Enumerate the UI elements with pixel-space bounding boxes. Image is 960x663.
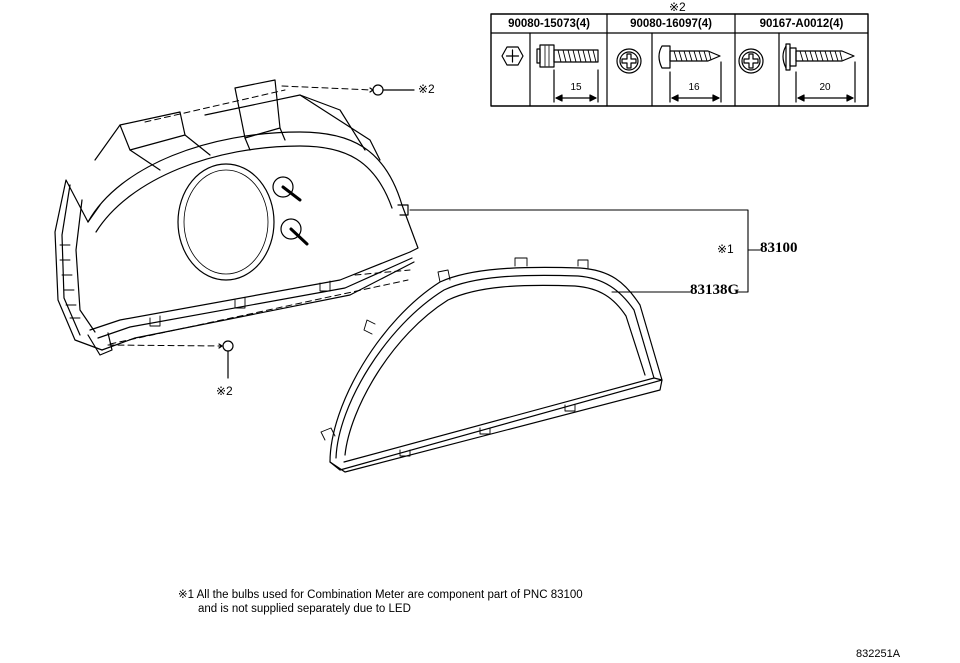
footnote-line-1: ※1 All the bulbs used for Combination Me… xyxy=(178,589,583,601)
tapping-screw-side-icon xyxy=(658,45,722,103)
part-number-col-1: 90080-15073(4) xyxy=(508,18,590,30)
assembly-mark: ※1 xyxy=(717,242,734,256)
part-number-col-2: 90080-16097(4) xyxy=(630,18,712,30)
fastener-table xyxy=(490,13,869,107)
hex-screw-side-icon xyxy=(536,44,599,103)
table-header-mark: ※2 xyxy=(669,0,686,14)
part-number-83100: 83100 xyxy=(760,240,798,256)
screw-bottom xyxy=(218,340,234,379)
footnote-line-2: and is not supplied separately due to LE… xyxy=(198,603,411,615)
screw-top xyxy=(369,84,415,96)
screw-bottom-callout: ※2 xyxy=(216,384,233,398)
assembly-dashed-lines xyxy=(107,85,411,347)
screw-top-callout: ※2 xyxy=(418,82,435,96)
meter-lens-glass xyxy=(320,257,663,473)
pan-screw-head-icon xyxy=(616,48,642,74)
part-number-col-3: 90167-A0012(4) xyxy=(759,18,844,30)
flange-screw-head-icon xyxy=(738,48,764,74)
length-col-3: 20 xyxy=(819,82,831,93)
part-number-83138g: 83138G xyxy=(690,282,740,298)
figure-id: 832251A xyxy=(856,648,901,660)
length-col-2: 16 xyxy=(688,82,700,93)
length-col-1: 15 xyxy=(570,82,582,93)
flange-tapping-screw-side-icon xyxy=(782,43,856,103)
leader-lines xyxy=(409,209,761,293)
combination-meter-housing xyxy=(54,79,419,356)
hex-screw-head-icon xyxy=(501,46,524,66)
